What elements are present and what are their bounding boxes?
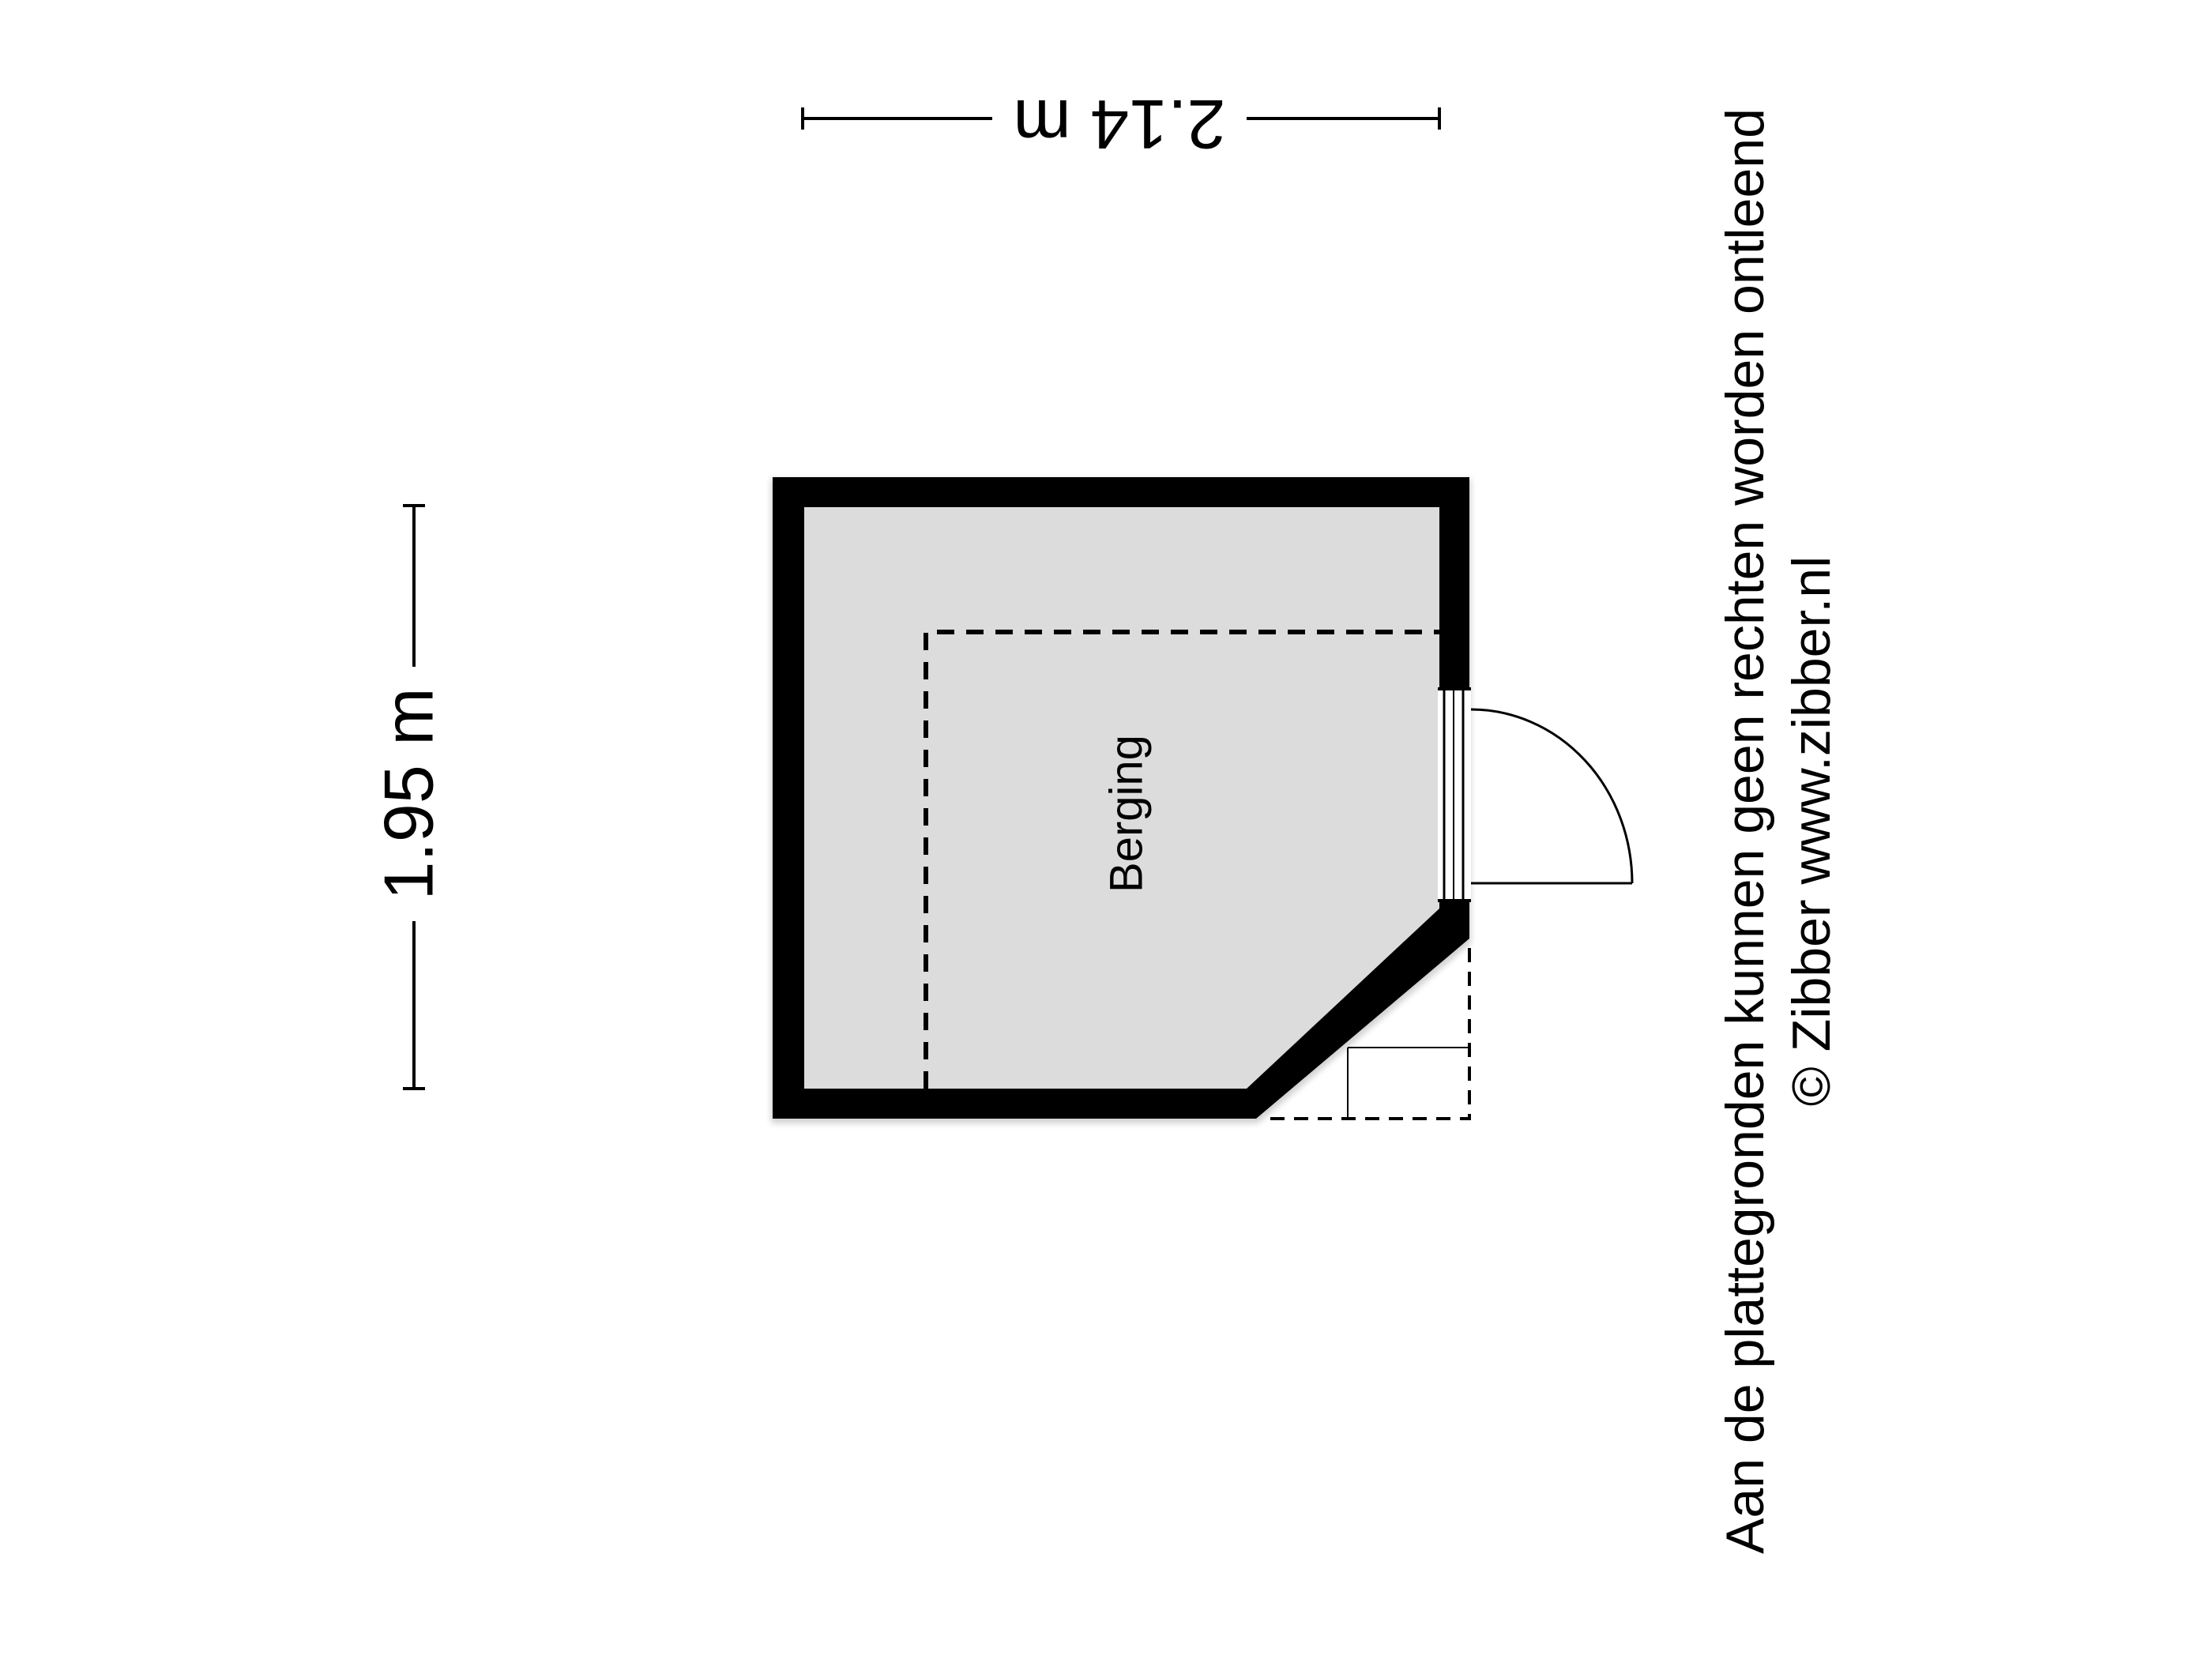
corner-dashed-outline [1264, 948, 1471, 1120]
width-dimension: 2.14 m [801, 85, 1441, 164]
dashed-boundary [924, 630, 1439, 1089]
width-dimension-label: 2.14 m [1013, 85, 1225, 164]
room-floor [804, 507, 1439, 1089]
copyright-text: © Zibber www.zibber.nl [1781, 556, 1841, 1106]
room-label: Berging [1100, 735, 1152, 893]
door-swing-arc [1470, 708, 1634, 884]
height-dimension-label: 1.95 m [369, 687, 447, 900]
disclaimer-text: Aan de plattegronden kunnen geen rechten… [1715, 108, 1775, 1554]
height-dimension: 1.95 m [369, 504, 447, 1090]
